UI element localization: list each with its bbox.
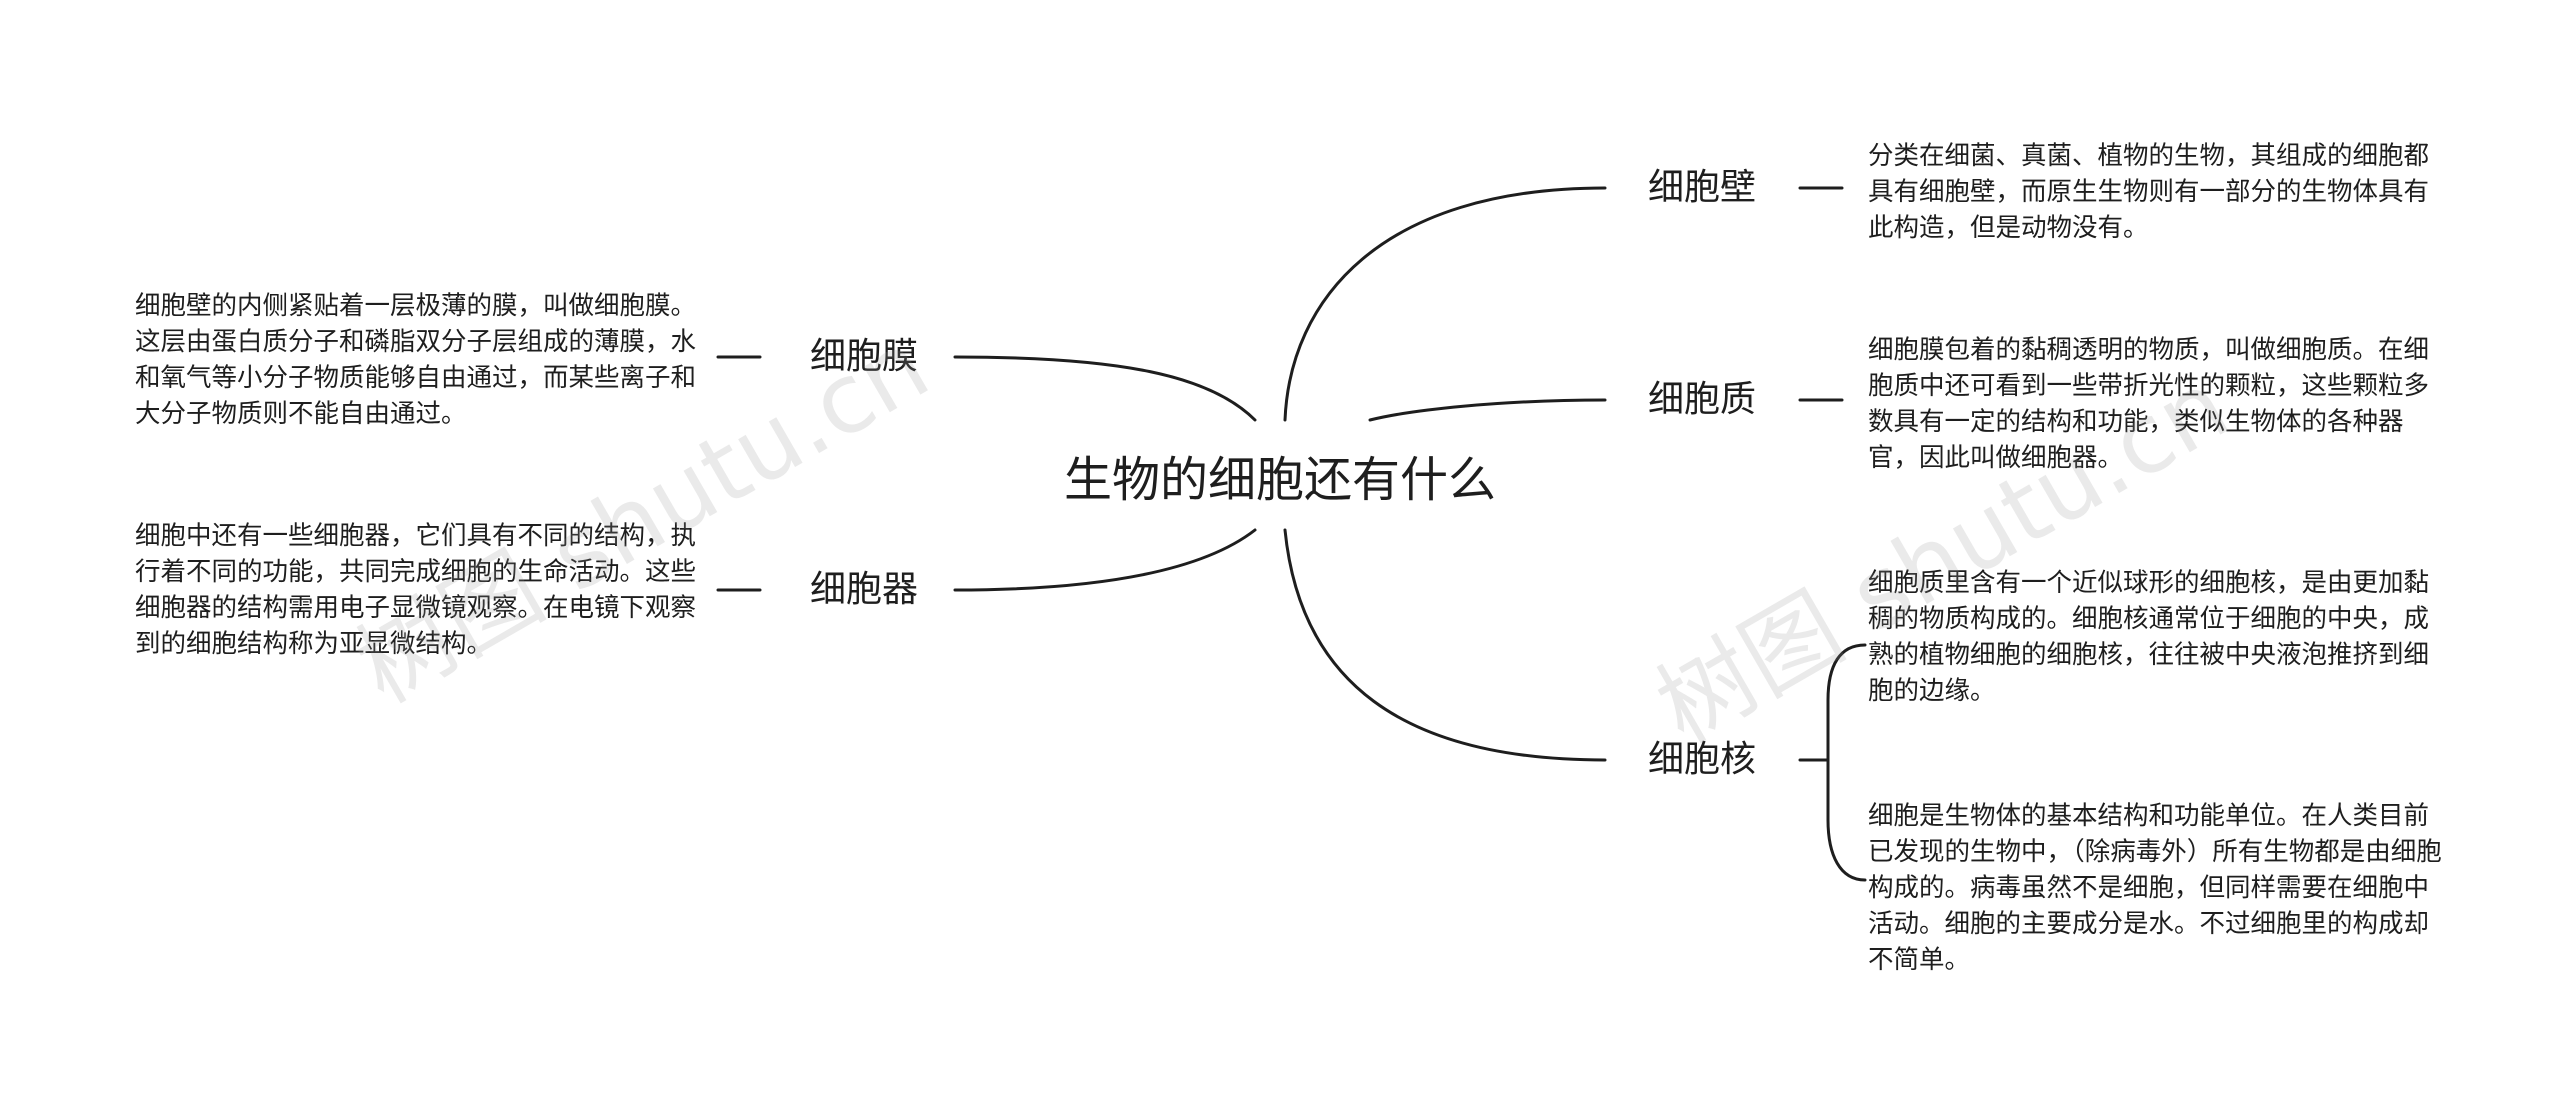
branch-organelle: 细胞器 (809, 569, 918, 610)
note-cell-membrane: 细胞壁的内侧紧贴着一层极薄的膜，叫做细胞膜。这层由蛋白质分子和磷脂双分子层组成的… (135, 291, 697, 429)
root-topic: 生物的细胞还有什么 (1063, 452, 1496, 508)
connector-root-cell-wall (1283, 186, 1607, 422)
connector-root-membrane (953, 355, 1257, 422)
note-organelle: 细胞中还有一些细胞器，它们具有不同的结构，执行着不同的功能，共同完成细胞的生命活… (135, 521, 697, 659)
bracket-nucleus (1826, 643, 1867, 882)
connector-root-nucleus (1283, 528, 1607, 762)
note-nucleus-1: 细胞质里含有一个近似球形的细胞核，是由更加黏稠的物质构成的。细胞核通常位于细胞的… (1868, 568, 2430, 706)
branch-nucleus: 细胞核 (1648, 739, 1757, 780)
branch-cytoplasm: 细胞质 (1648, 379, 1757, 420)
note-cell-wall: 分类在细菌、真菌、植物的生物，其组成的细胞都具有细胞壁，而原生生物则有一部分的生… (1868, 141, 2430, 243)
note-nucleus-2: 细胞是生物体的基本结构和功能单位。在人类目前已发现的生物中，（除病毒外）所有生物… (1868, 801, 2442, 975)
connector-root-organelle (953, 528, 1257, 592)
note-cytoplasm: 细胞膜包着的黏稠透明的物质，叫做细胞质。在细胞质中还可看到一些带折光性的颗粒，这… (1868, 335, 2430, 473)
branch-cell-membrane: 细胞膜 (809, 336, 918, 377)
connector-root-cytoplasm (1368, 398, 1607, 422)
branch-cell-wall: 细胞壁 (1648, 167, 1757, 208)
